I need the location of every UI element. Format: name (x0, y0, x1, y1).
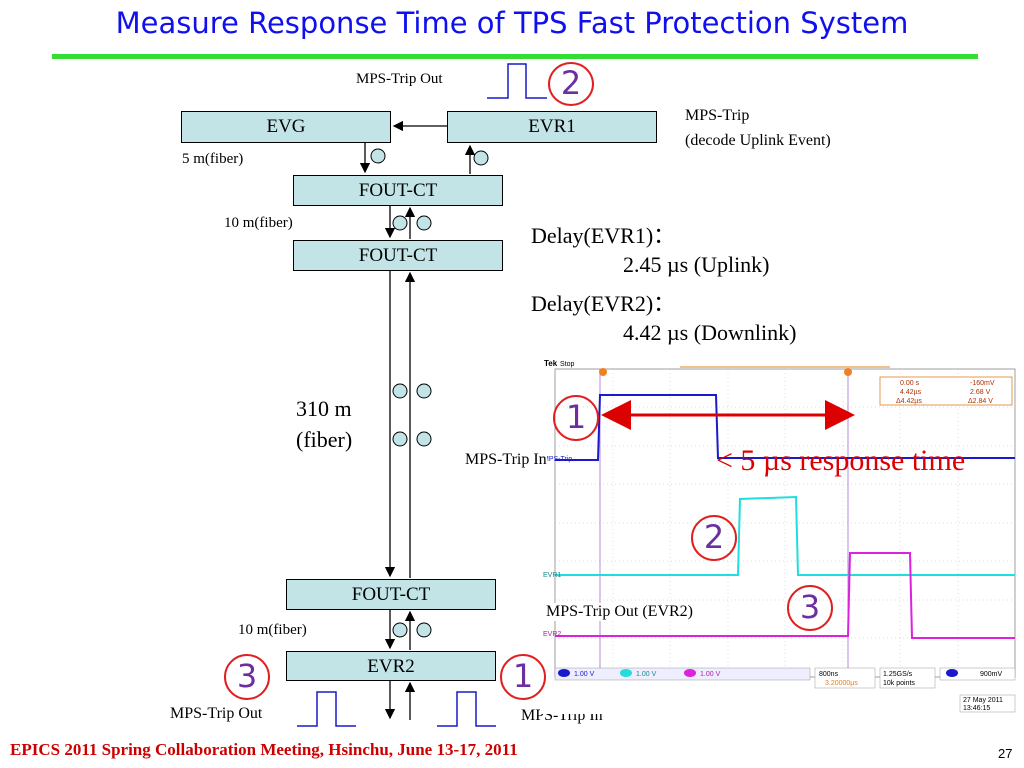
svg-text:800ns: 800ns (819, 671, 839, 678)
fiber-connector-icon (416, 383, 432, 399)
mps-trip-out-top-label: MPS-Trip Out (356, 71, 443, 87)
callout-3-scope: 3 (787, 585, 833, 631)
ch3-label: EVR2 (543, 631, 561, 638)
svg-text:900mV: 900mV (980, 671, 1003, 678)
svg-text:1.25GS/s: 1.25GS/s (883, 671, 913, 678)
fiber-connector-icon (416, 215, 432, 231)
fiber-connector-icon (370, 148, 386, 164)
mps-trip-out-bottom-label: MPS-Trip Out (170, 705, 263, 722)
fiber-310m-sub-label: (fiber) (296, 427, 353, 452)
ch3-trace (555, 552, 1015, 639)
svg-text:1.00 V: 1.00 V (700, 671, 721, 678)
svg-text:4.42µs: 4.42µs (900, 389, 922, 396)
fiber-connector-icon (416, 431, 432, 447)
fiber-10m-top-label: 10 m(fiber) (224, 215, 293, 231)
svg-text:1.00 V: 1.00 V (574, 671, 595, 678)
fiber-connector-icon (473, 150, 489, 166)
fiber-5m-label: 5 m(fiber) (182, 151, 244, 167)
ch2-trace (555, 495, 1015, 576)
svg-text:2.68 V: 2.68 V (970, 389, 991, 396)
mps-trip-out-evr2-label: MPS-Trip Out (EVR2) (546, 603, 693, 621)
delay-evr1-value: 2.45 µs (Uplink) (623, 252, 770, 277)
ch1-trace (555, 394, 1015, 461)
page-number: 27 (998, 746, 1013, 761)
callout-1-scope: 1 (553, 395, 599, 441)
decode-uplink-label: (decode Uplink Event) (685, 132, 831, 149)
svg-text:0.00 s: 0.00 s (900, 380, 920, 387)
fout-ct-box-2: FOUT-CT (293, 240, 503, 271)
title-underline (52, 54, 978, 59)
fout-ct-box-1: FOUT-CT (293, 175, 503, 206)
ch2-label: EVR1 (543, 572, 561, 579)
fiber-connector-icon (392, 383, 408, 399)
callout-3-bottom: 3 (224, 654, 270, 700)
callout-1-bottom: 1 (500, 654, 546, 700)
scope-brand: Tek (544, 359, 558, 368)
svg-text:27 May 2011: 27 May 2011 (963, 697, 1003, 704)
scope-state: Stop (560, 361, 575, 368)
fiber-310m-label: 310 m (296, 396, 352, 421)
fout-ct-box-3: FOUT-CT (286, 579, 496, 610)
fiber-connector-icon (392, 431, 408, 447)
svg-text:Δ2.84 V: Δ2.84 V (968, 398, 993, 405)
svg-text:3.20000µs: 3.20000µs (825, 680, 858, 687)
evr2-box: EVR2 (286, 651, 496, 681)
mps-trip-in-mid-label: MPS-Trip In (465, 451, 547, 469)
svg-text:1.00 V: 1.00 V (636, 671, 657, 678)
slide-title: Measure Response Time of TPS Fast Protec… (115, 6, 909, 40)
mps-trip-label: MPS-Trip (685, 107, 750, 124)
svg-text:13:46:15: 13:46:15 (963, 705, 990, 712)
slide-footer: EPICS 2011 Spring Collaboration Meeting,… (10, 740, 518, 759)
evr1-box: EVR1 (447, 111, 657, 143)
svg-text:Δ4.42µs: Δ4.42µs (896, 398, 922, 405)
fiber-connector-icon (392, 622, 408, 638)
response-time-text: < 5 µs response time (716, 444, 966, 477)
delay-evr1-label: Delay(EVR1)： (531, 223, 676, 248)
delay-evr2-value: 4.42 µs (Downlink) (623, 320, 797, 345)
fiber-10m-bottom-label: 10 m(fiber) (238, 622, 307, 638)
svg-text:-160mV: -160mV (970, 380, 995, 387)
response-time-arrow (601, 400, 855, 430)
svg-text:10k points: 10k points (883, 680, 915, 687)
delay-evr2-label: Delay(EVR2)： (531, 291, 676, 316)
callout-2-scope: 2 (691, 515, 737, 561)
fiber-connector-icon (392, 215, 408, 231)
ch1-label: MPS-Trip (543, 456, 572, 463)
pulse-icon (487, 63, 547, 99)
pulse-icon (437, 691, 496, 727)
evg-box: EVG (181, 111, 391, 143)
callout-2-top: 2 (548, 62, 594, 106)
pulse-icon (297, 691, 356, 727)
fiber-connector-icon (416, 622, 432, 638)
